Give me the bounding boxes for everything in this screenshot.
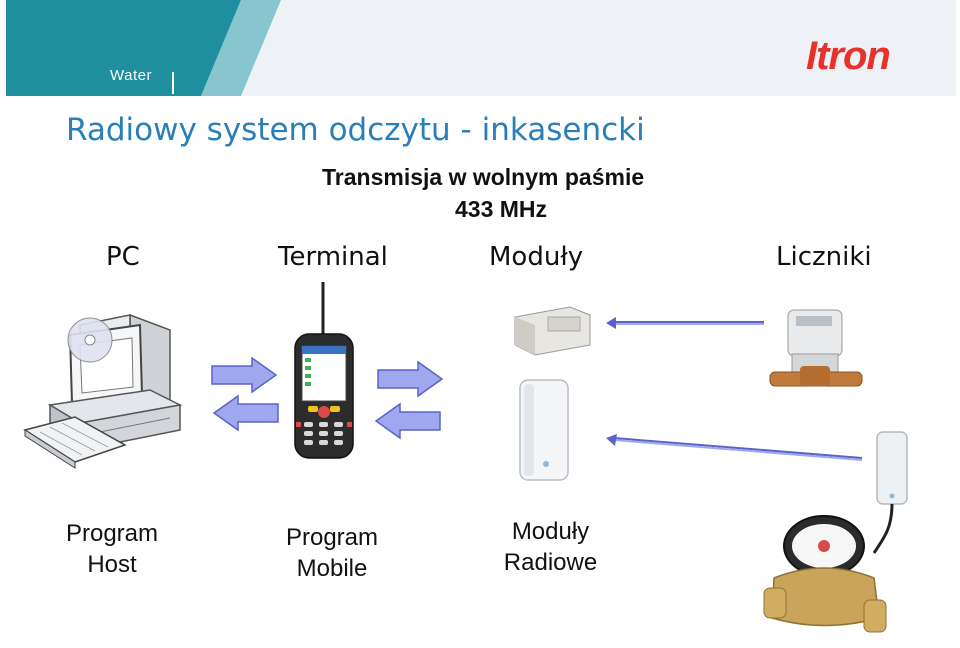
water-meter-large-icon [763, 431, 908, 633]
arrow-meter2-to-module-icon [606, 434, 863, 461]
label-program-host: Program Host [52, 518, 172, 580]
column-modules: Moduły [489, 242, 584, 272]
header-teal-shape [6, 0, 281, 96]
subtitle-line2: 433 MHz [455, 196, 548, 222]
brand-divider [172, 72, 174, 94]
label-program-host-line1: Program [65, 520, 159, 547]
radio-module-tall-icon [519, 379, 569, 481]
handheld-terminal-icon [294, 282, 354, 459]
column-pc: PC [106, 242, 140, 272]
arrow-modules-to-terminal-icon [374, 402, 441, 440]
label-radio-modules: Moduły Radiowe [488, 516, 613, 578]
label-radio-modules-line2: Radiowe [503, 549, 598, 576]
label-program-mobile-line1: Program [285, 524, 379, 551]
itron-logo: Itron [806, 34, 891, 78]
arrow-pc-to-terminal-icon [211, 356, 278, 394]
pc-computer-icon [23, 313, 183, 469]
page-title: Radiowy system odczytu - inkasencki [66, 112, 645, 148]
subtitle-line1: Transmisja w wolnym paśmie [322, 164, 645, 190]
column-terminal: Terminal [278, 242, 388, 272]
radio-module-small-icon [514, 306, 591, 356]
label-program-host-line2: Host [87, 551, 137, 578]
label-program-mobile: Program Mobile [272, 522, 392, 584]
label-radio-modules-line1: Moduły [511, 518, 590, 545]
label-program-mobile-line2: Mobile [296, 555, 368, 582]
arrow-terminal-to-modules-icon [377, 360, 444, 398]
arrow-meter1-to-module-icon [606, 317, 764, 329]
arrow-terminal-to-pc-icon [212, 394, 279, 432]
brand-water-label: Water [110, 67, 152, 84]
header-banner [6, 0, 956, 96]
column-meters: Liczniki [776, 242, 872, 272]
water-meter-small-icon [769, 309, 863, 387]
